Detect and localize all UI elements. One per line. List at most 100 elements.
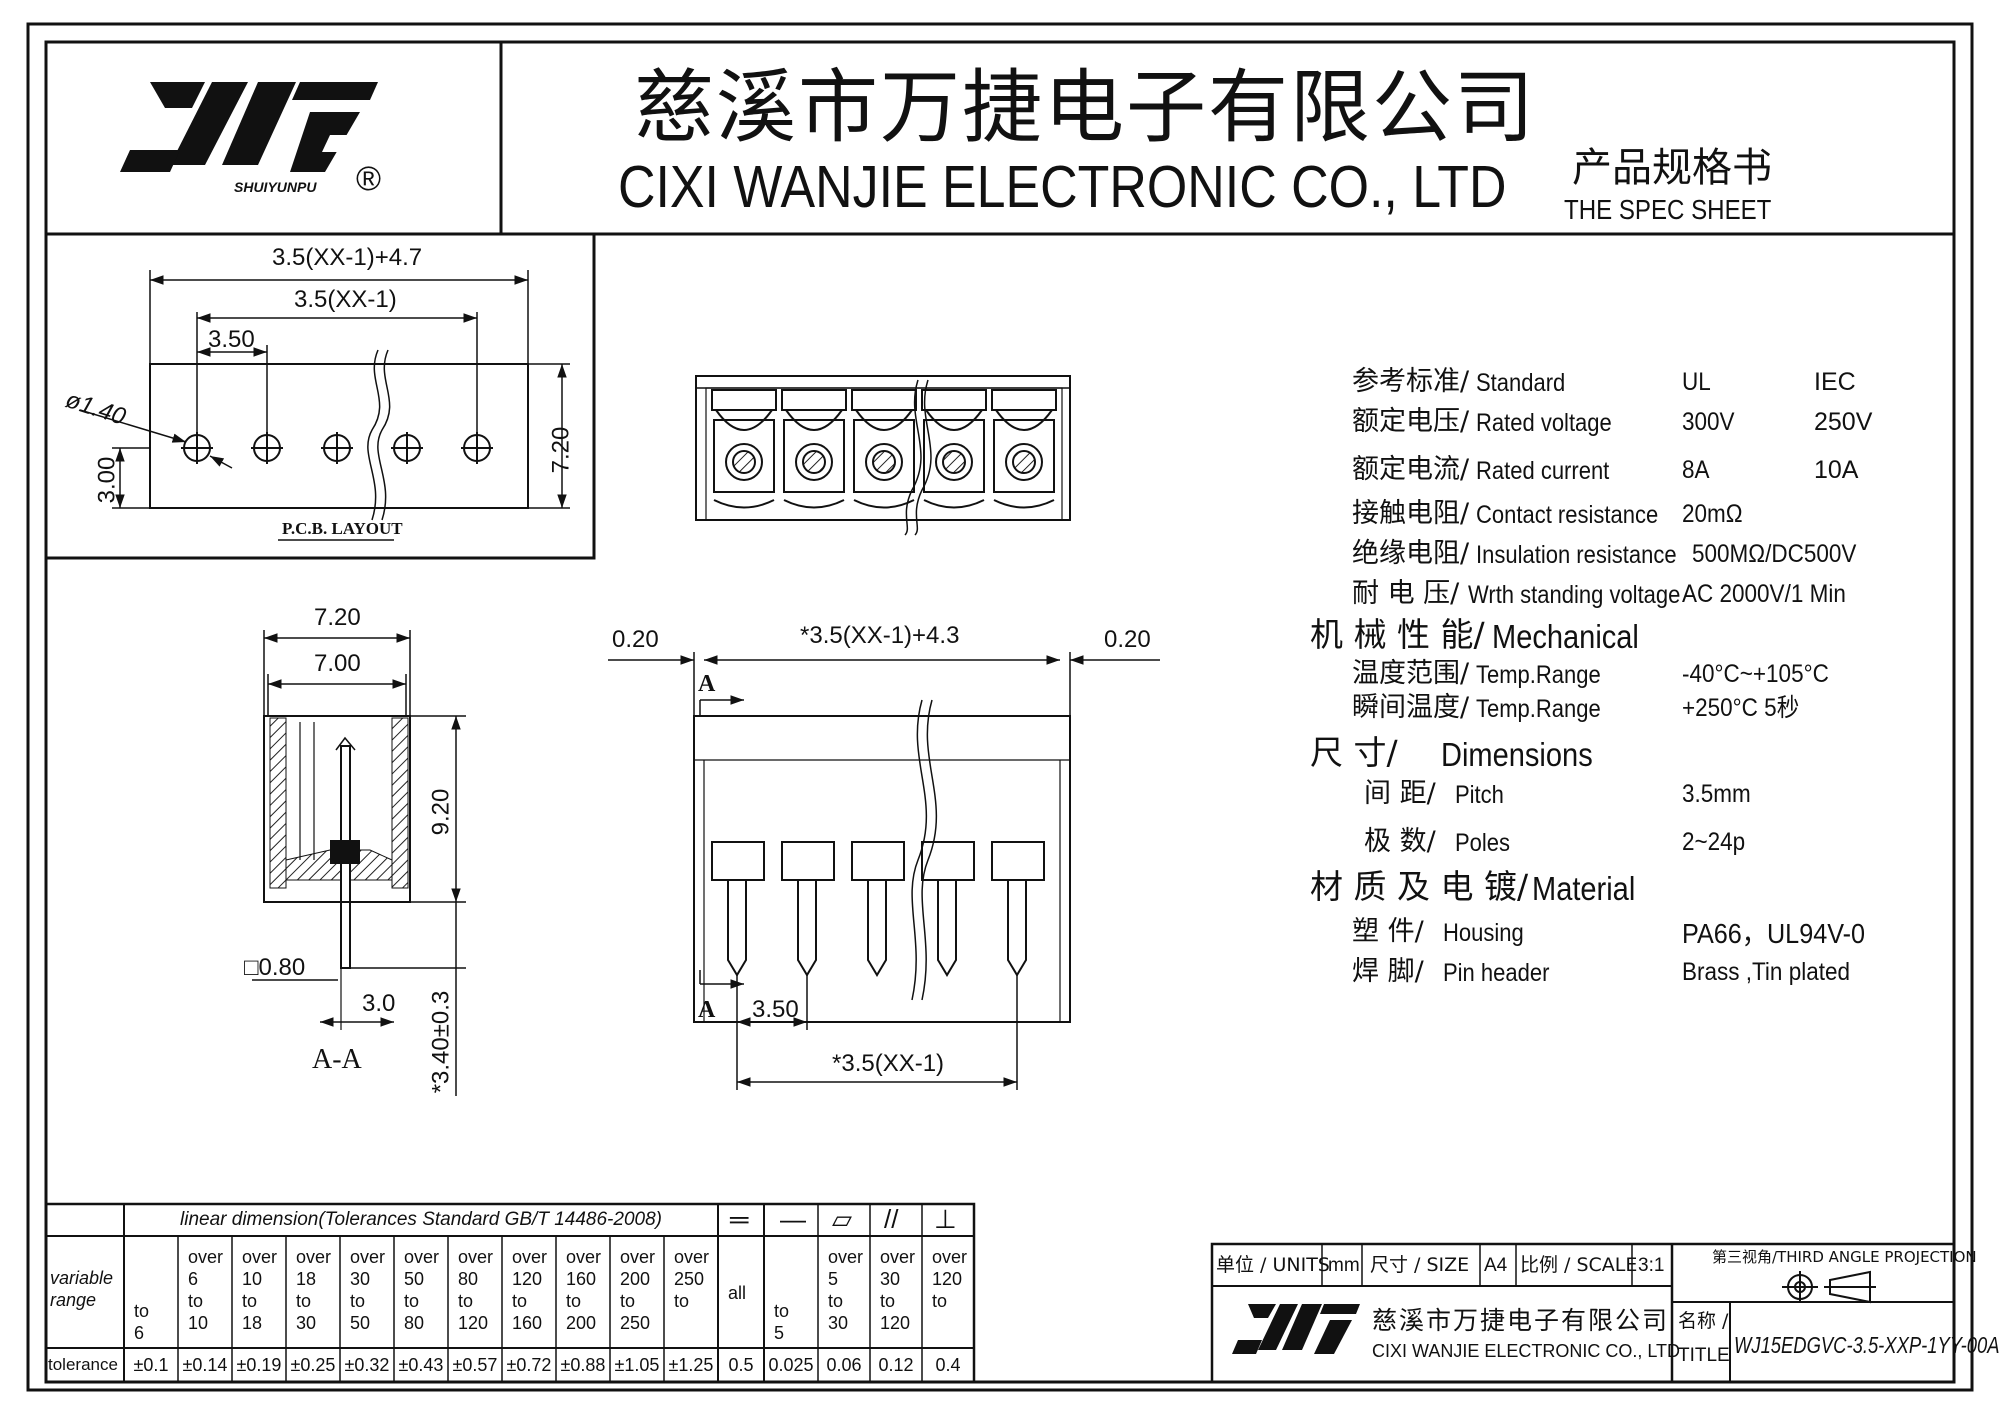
range-cell-text: over [512,1247,548,1267]
title-block-logo [1232,1304,1360,1354]
spec-label-cn: 参考标准/ [1352,366,1470,397]
spec-label-en: Insulation resistance [1476,541,1677,569]
range-cell-text: 6 [134,1323,145,1343]
range-cell-text: to [774,1301,790,1321]
inner-frame [44,40,1956,1384]
units-value: mm [1328,1255,1360,1276]
spec-label-en: Pitch [1454,781,1504,809]
spec-sheet-title-cn: 产品规格书 [1572,145,1772,191]
tolerance-value: ±1.25 [668,1355,714,1375]
spec-label-cn: 间 距/ [1364,778,1436,809]
range-cell-text: 10 [242,1269,263,1289]
range-cell-text: 120 [932,1269,963,1289]
range-cell-text: 200 [566,1313,597,1333]
spec-value: PA66，UL94V-0 [1682,918,1866,949]
company-logo [120,82,378,172]
third-angle-symbol [1782,1270,1876,1304]
tolerance-value: 0.06 [826,1355,862,1375]
range-cell-text: over [674,1247,710,1267]
spec-value-2: 10A [1814,456,1859,484]
tolerance-value: ±0.32 [344,1355,390,1375]
range-cell-text: over [296,1247,332,1267]
spec-sheet-title-en: THE SPEC SHEET [1564,194,1772,225]
spec-value: UL [1682,368,1711,396]
range-cell-text: to [932,1291,948,1311]
range-cell-text: to [512,1291,528,1311]
range-cell-text: 6 [188,1269,199,1289]
spec-label-cn: 材 质 及 电 镀/ [1310,867,1529,906]
pcb-dim-offset: 3.00 [93,456,121,504]
spec-value-2: 250V [1814,408,1873,436]
spec-label-en: Temp.Range [1476,695,1601,723]
tolerance-table-title: linear dimension(Tolerances Standard GB/… [180,1209,662,1230]
top-view [695,375,1071,536]
range-cell-text: 120 [512,1269,543,1289]
range-cell-text: 30 [296,1313,317,1333]
spec-value: 20mΩ [1682,500,1743,528]
row-label-tolerance: tolerance [48,1355,118,1374]
tolerance-value: ±0.88 [560,1355,606,1375]
front-dim-pitch: 3.50 [752,996,799,1023]
tolerance-value: ±0.57 [452,1355,498,1375]
spec-label-en: Poles [1454,829,1510,857]
spec-label-cn: 瞬间温度/ [1352,692,1470,723]
title-block-company-en: CIXI WANJIE ELECTRONIC CO., LTD [1372,1341,1681,1361]
scale-label: 比例 / SCALE [1520,1254,1638,1276]
spec-label-en: Material [1531,870,1636,907]
spec-label-en: Housing [1442,919,1524,947]
range-cell-text: 160 [512,1313,543,1333]
range-cell-text: to [134,1301,150,1321]
range-cell-text: over [458,1247,494,1267]
range-cell-text: 50 [404,1269,425,1289]
range-cell-text: 50 [350,1313,371,1333]
spec-label-cn: 极 数/ [1364,826,1436,857]
spec-label-en: Standard [1476,369,1566,397]
spec-value: 500MΩ/DC500V [1692,540,1857,568]
range-cell-text: over [620,1247,656,1267]
front-view [693,699,1071,1023]
spec-value: AC 2000V/1 Min [1682,580,1846,608]
title-label-cn: 名称 / [1678,1310,1729,1332]
range-cell-text: 10 [188,1313,209,1333]
range-cell-text: 120 [458,1313,489,1333]
outer-frame [26,22,1974,1392]
spec-value: 2~24p [1682,828,1746,856]
range-cell-text: 80 [458,1269,479,1289]
range-cell-text: 18 [242,1313,263,1333]
spec-value: +250°C 5秒 [1682,694,1800,722]
range-cell-text: 30 [350,1269,371,1289]
spec-value: 8A [1682,456,1710,484]
spec-label-cn: 额定电压/ [1352,406,1470,437]
front-dim-left-gap: 0.20 [612,626,659,653]
spec-value: Brass ,Tin plated [1682,958,1851,986]
tolerance-symbol: — [780,1204,806,1234]
pcb-layout-caption: P.C.B. LAYOUT [282,519,403,538]
spec-label-en: Pin header [1442,959,1550,987]
spec-label-en: Rated voltage [1476,409,1612,437]
pcb-layout-panel [44,232,596,560]
size-label: 尺寸 / SIZE [1370,1254,1470,1276]
spec-label-cn: 接触电阻/ [1352,498,1470,529]
range-cell-text: 30 [828,1313,849,1333]
spec-label-cn: 尺 寸/ [1310,733,1398,772]
tolerance-symbol: ═ [730,1204,749,1234]
range-cell-text: over [932,1247,968,1267]
side-dim-pin-length: *3.40±0.3 [427,990,455,1094]
spec-label-cn: 焊 脚/ [1352,956,1424,987]
range-cell-text: 30 [880,1269,901,1289]
tolerance-value: 0.5 [728,1355,754,1375]
spec-label-en: Contact resistance [1476,501,1659,529]
range-cell-text: to [828,1291,844,1311]
units-label: 单位 / UNITS [1216,1254,1330,1276]
tolerance-value: ±1.05 [614,1355,660,1375]
spec-label-cn: 机 械 性 能/ [1310,615,1485,654]
side-dim-body: 9.20 [427,788,455,836]
pcb-holes [181,432,493,464]
spec-label-cn: 耐 电 压/ [1352,578,1460,609]
side-dim-outer: 7.20 [314,604,361,631]
range-cell-text: over [242,1247,278,1267]
range-cell-text: 18 [296,1269,317,1289]
range-cell-text: over [188,1247,224,1267]
title-label-en: TITLE [1678,1345,1730,1366]
